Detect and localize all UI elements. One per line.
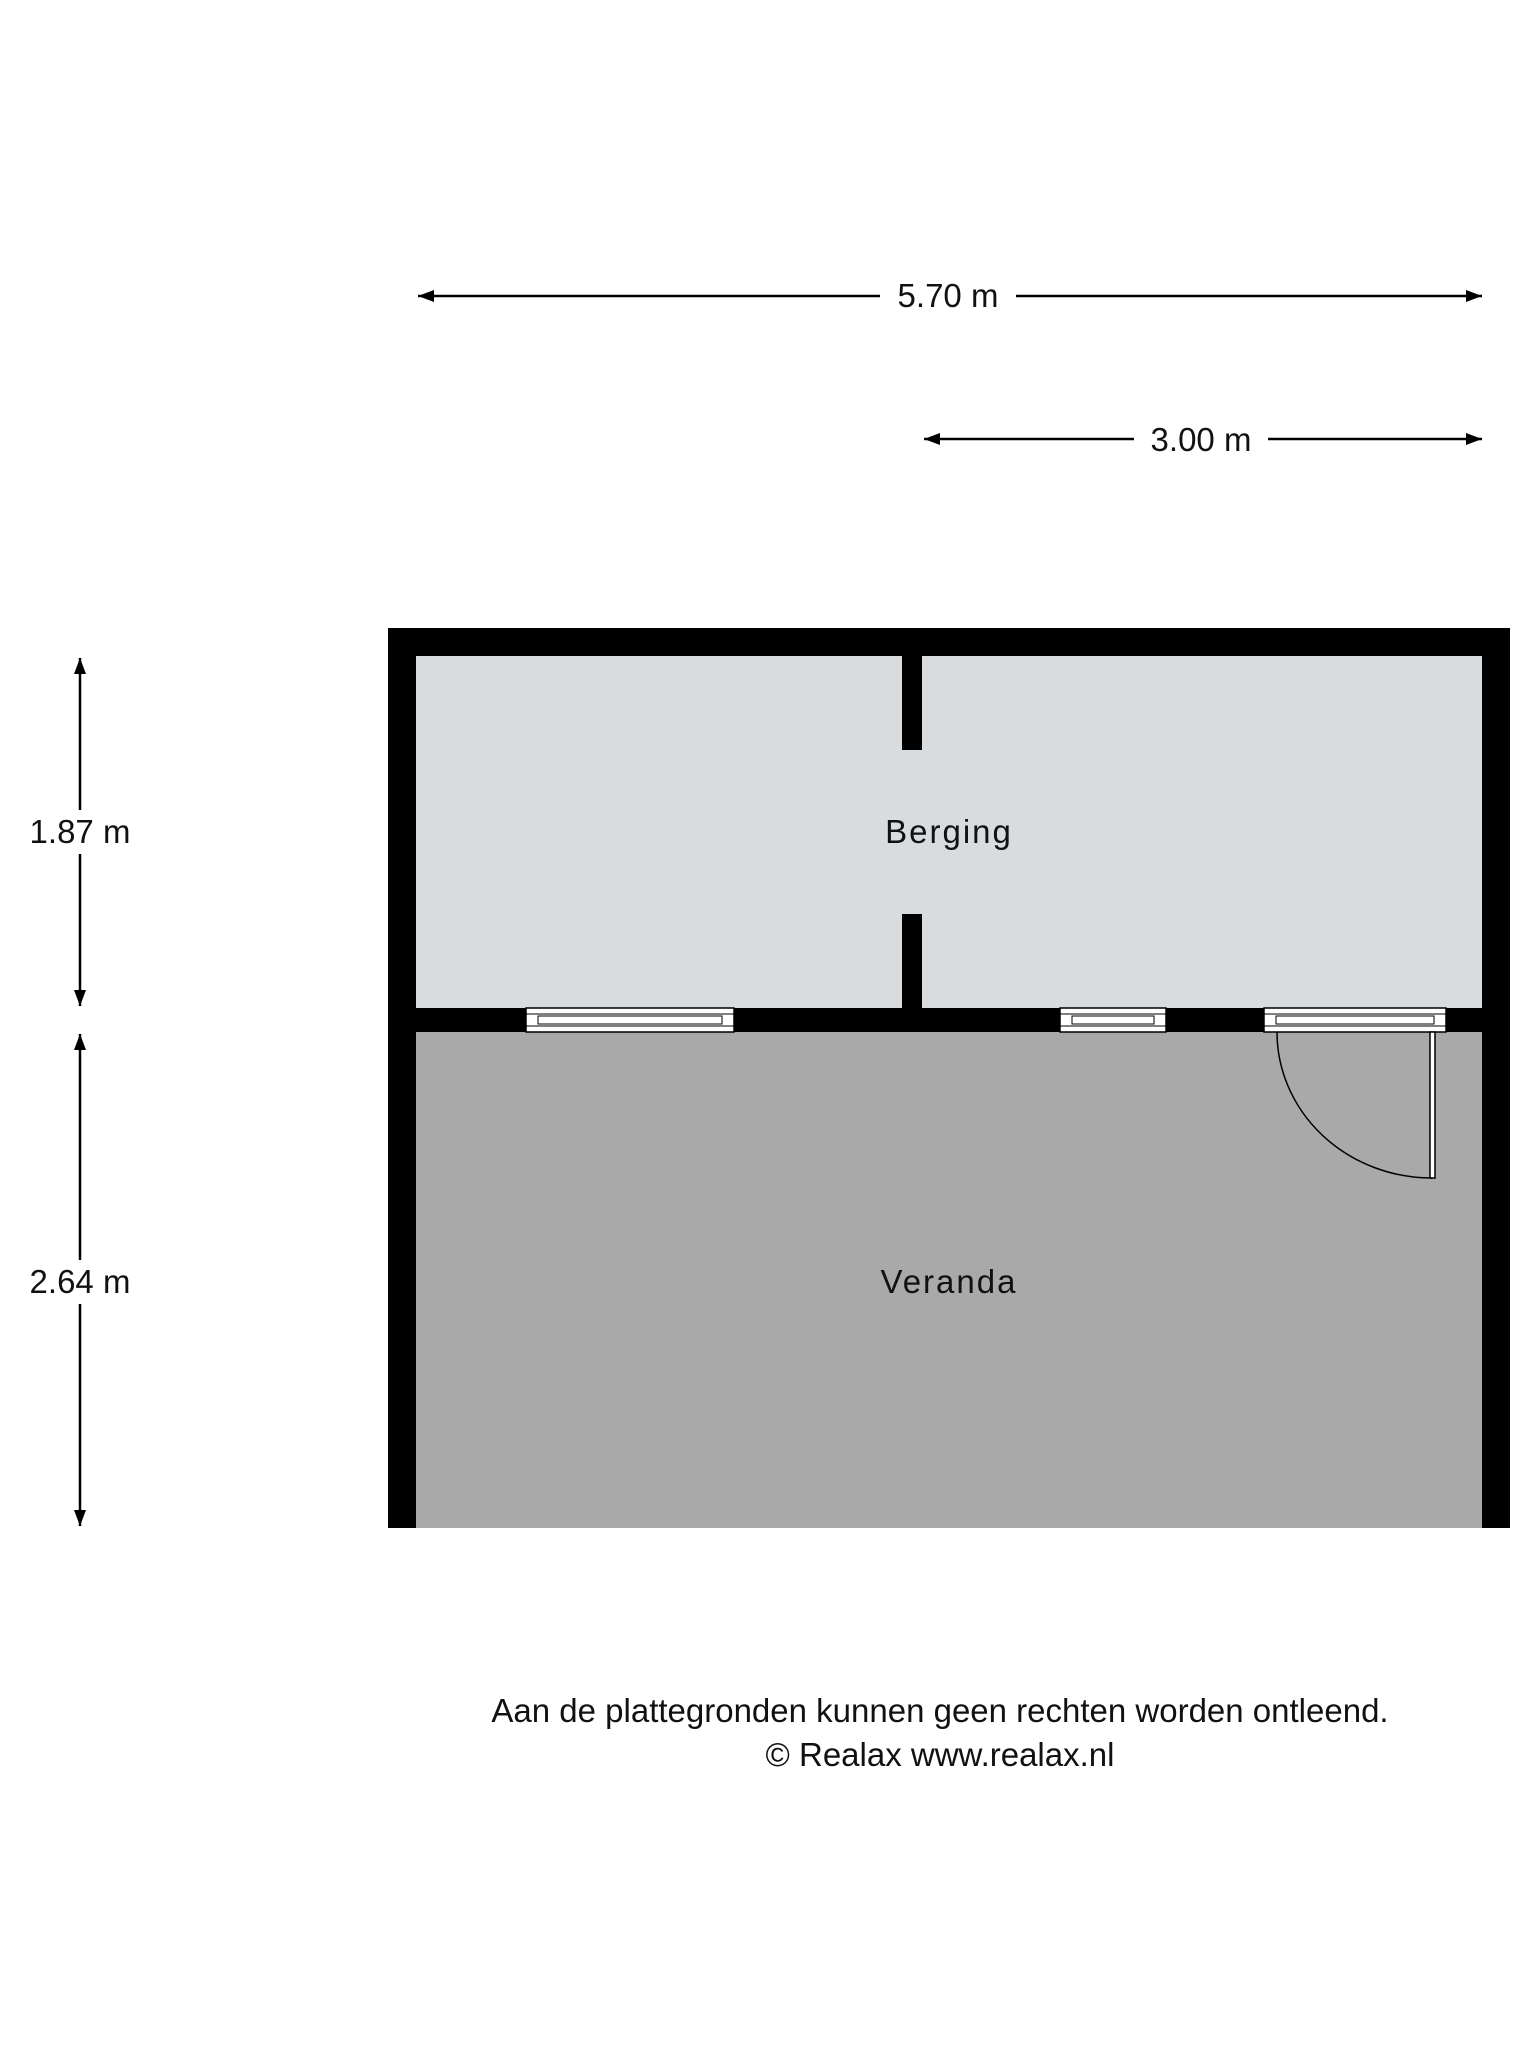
dimension-partial-width: 3.00 m (924, 421, 1482, 458)
dimension-label-veranda-depth: 2.64 m (30, 1263, 131, 1300)
window (525, 1007, 735, 1033)
room-label-berging: Berging (885, 813, 1013, 850)
wall-middle-segment (1166, 1008, 1264, 1032)
dimension-label-total-width: 5.70 m (898, 277, 999, 314)
door (1263, 1007, 1447, 1179)
wall-right (1482, 628, 1510, 1528)
wall-top (388, 628, 1510, 656)
wall-middle-segment (1446, 1008, 1482, 1032)
copyright-text: © Realax www.realax.nl (766, 1736, 1115, 1773)
dimension-label-partial-width: 3.00 m (1151, 421, 1252, 458)
window (1059, 1007, 1167, 1033)
dimension-label-berging-depth: 1.87 m (30, 813, 131, 850)
door-leaf (1429, 1031, 1436, 1179)
wall-left (388, 628, 416, 1528)
door-swing-arc (1276, 1031, 1433, 1179)
dimension-berging-depth: 1.87 m (30, 658, 131, 1006)
wall-middle-segment (416, 1008, 526, 1032)
room-label-veranda: Veranda (881, 1263, 1018, 1300)
wall-middle-segment (734, 1008, 1060, 1032)
dimension-veranda-depth: 2.64 m (30, 1034, 131, 1526)
dimension-total-width: 5.70 m (418, 277, 1482, 314)
disclaimer-text: Aan de plattegronden kunnen geen rechten… (491, 1692, 1388, 1729)
wall-partition-upper (902, 656, 922, 750)
wall-partition-lower (902, 914, 922, 1008)
room-berging (416, 656, 1482, 1008)
